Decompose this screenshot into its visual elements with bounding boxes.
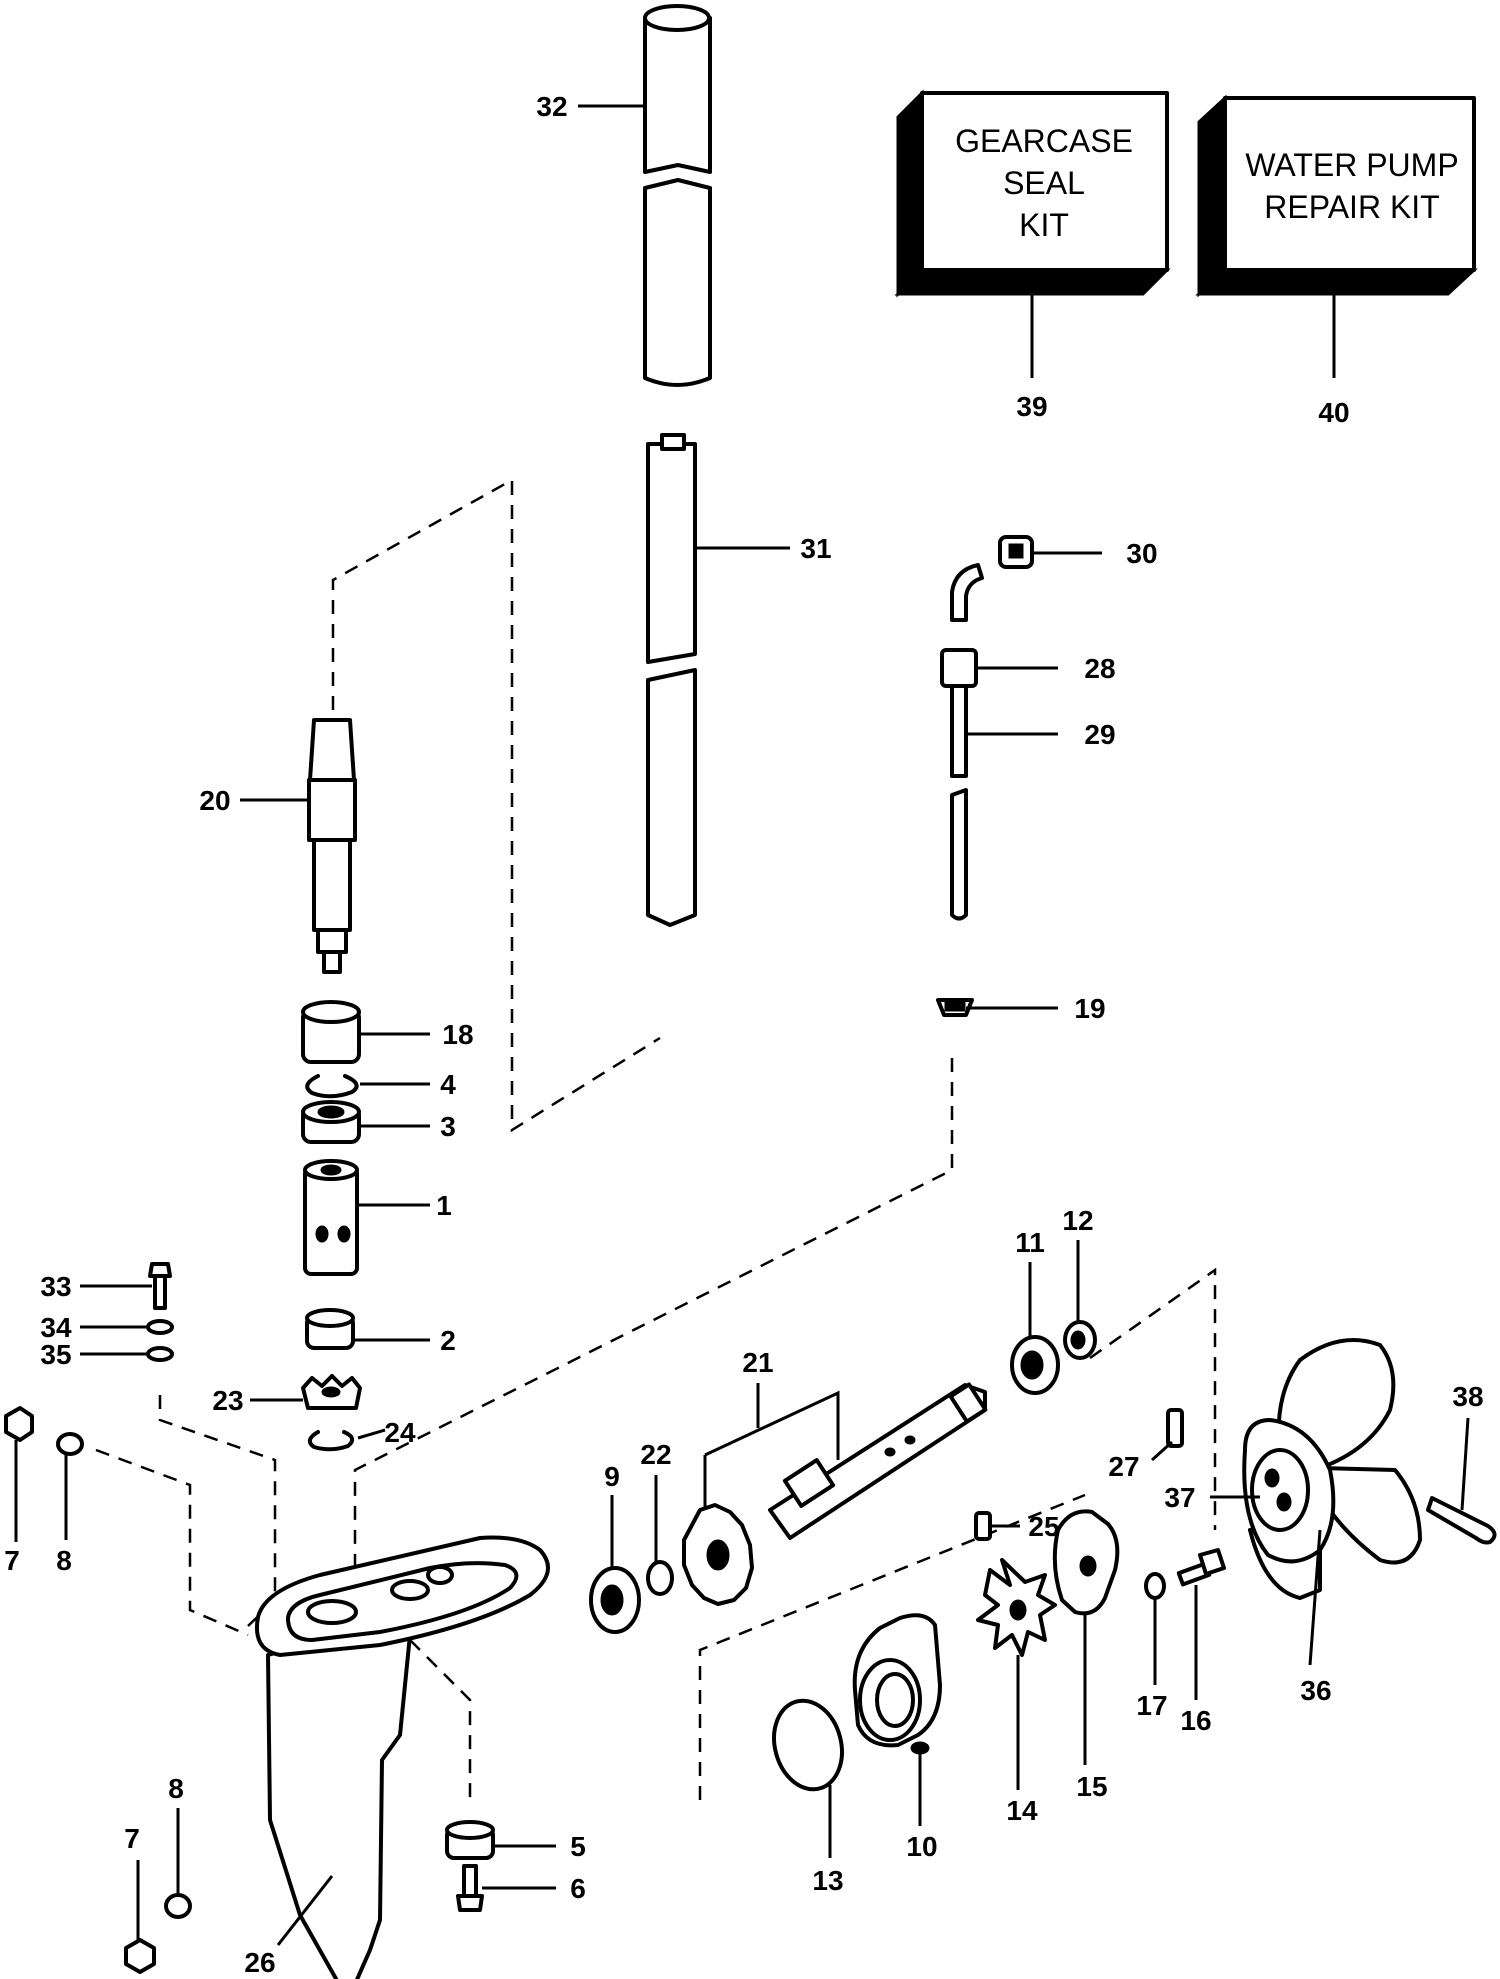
water-pump-kit-line-2: REPAIR KIT [1264,189,1439,225]
callout-1: 1 [436,1190,452,1221]
callout-7-lower: 7 [124,1823,140,1854]
callout-14: 14 [1006,1795,1038,1826]
callout-38: 38 [1452,1381,1483,1412]
part-20-drive-shaft [307,718,357,974]
water-pump-kit-line-1: WATER PUMP [1245,147,1458,183]
callout-19: 19 [1074,993,1105,1024]
callout-26: 26 [244,1947,275,1978]
part-4-retaining-ring [305,1074,359,1099]
part-7-drain-screw-lower [124,1938,156,1974]
callout-24: 24 [384,1417,416,1448]
part-14-impeller [976,1558,1057,1657]
part-38-cotter-pin [1426,1496,1497,1545]
part-24-retaining-ring [307,1430,355,1452]
callout-37: 37 [1164,1482,1195,1513]
callout-2: 2 [440,1325,456,1356]
callout-12: 12 [1062,1205,1093,1236]
callout-13: 13 [812,1865,843,1896]
gearcase-seal-kit-box: GEARCASE SEAL KIT [894,89,1171,378]
callout-28: 28 [1084,653,1115,684]
callout-40: 40 [1318,397,1349,428]
callout-25: 25 [1028,1511,1059,1542]
part-26-gearcase [255,1535,550,1979]
callout-39: 39 [1016,391,1047,422]
assembly-dashed-lines [95,477,1217,1800]
part-28-seal [940,648,978,688]
gearcase-kit-line-2: SEAL [1003,165,1085,201]
callout-23: 23 [212,1385,243,1416]
part-10-pump-housing [852,1613,942,1755]
part-18-bushing [301,1000,361,1064]
part-13-o-ring [772,1698,844,1792]
leader-lines [14,104,1470,1946]
part-27-pin [1166,1408,1184,1448]
callout-17: 17 [1136,1690,1167,1721]
part-21-propeller-shaft [768,1382,988,1540]
callout-22: 22 [640,1439,671,1470]
forward-gear [682,1503,754,1606]
callout-6: 6 [570,1873,586,1904]
callout-29: 29 [1084,719,1115,750]
part-23-pinion-gear [301,1374,362,1410]
callout-34: 34 [40,1312,72,1343]
callout-20: 20 [199,785,230,816]
part-34-washer [146,1319,174,1335]
part-36-propeller [1242,1338,1422,1600]
part-2-bearing [305,1308,355,1350]
part-29-water-tube [950,563,984,921]
callout-35: 35 [40,1339,71,1370]
part-8-gasket-lower [164,1893,192,1919]
part-6-screw [456,1864,484,1912]
part-25-pin [974,1511,992,1541]
part-12-seal [1063,1320,1097,1360]
callout-11: 11 [1015,1227,1045,1258]
callout-15: 15 [1076,1771,1107,1802]
callout-numbers: 32 39 40 31 30 28 29 19 20 18 4 3 1 2 23… [4,91,1483,1978]
part-8-gasket [56,1432,84,1456]
part-9-bearing [589,1566,641,1634]
callout-8-lower: 8 [168,1773,184,1804]
gearcase-kit-line-1: GEARCASE [955,123,1133,159]
part-3-seal [301,1100,361,1144]
part-7-drain-screw [4,1406,34,1442]
callout-18: 18 [442,1019,473,1050]
part-17-washer [1144,1572,1166,1600]
callout-31: 31 [800,533,831,564]
water-pump-repair-kit-box: WATER PUMP REPAIR KIT [1195,94,1478,378]
part-16-screw [1176,1548,1226,1587]
callout-27: 27 [1108,1451,1139,1482]
part-11-bearing [1010,1335,1060,1395]
part-22-washer [646,1560,674,1596]
part-15-impeller-plate [1052,1509,1120,1616]
callout-7-upper: 7 [4,1545,20,1576]
callout-9: 9 [604,1461,620,1492]
callout-4: 4 [440,1069,456,1100]
part-31-square-shaft [646,433,697,927]
part-35-washer [146,1346,174,1362]
part-32-water-tube [643,4,712,387]
callout-33: 33 [40,1271,71,1302]
callout-21: 21 [742,1347,773,1378]
callout-8-upper: 8 [56,1545,72,1576]
gearcase-kit-line-3: KIT [1019,207,1069,243]
part-5-bushing [445,1820,495,1860]
callout-36: 36 [1300,1675,1331,1706]
callout-5: 5 [570,1831,586,1862]
callout-10: 10 [906,1831,937,1862]
part-33-screw [148,1262,172,1310]
callout-32: 32 [536,91,567,122]
part-1-bushing [303,1159,359,1276]
callout-16: 16 [1180,1705,1211,1736]
callout-3: 3 [440,1111,456,1142]
callout-30: 30 [1126,538,1157,569]
